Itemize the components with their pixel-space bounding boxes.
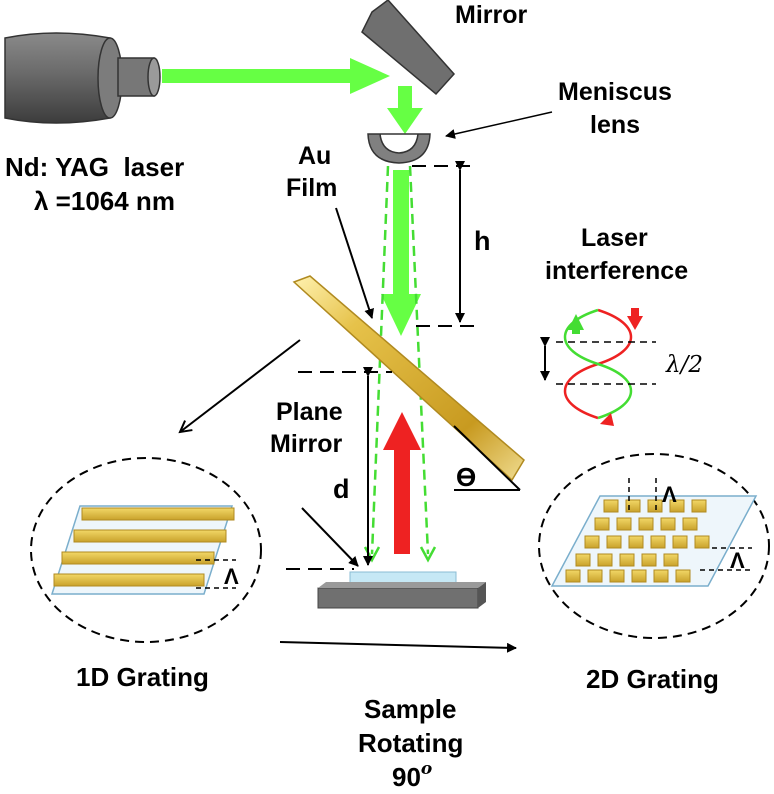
interference-waves (540, 308, 656, 426)
au-film-label-line1: Au (298, 142, 331, 170)
sample-label-line1: Sample (364, 694, 457, 724)
plane-mirror-label-line1: Plane (276, 398, 343, 426)
au-film-label-line2: Film (286, 174, 337, 202)
grating-2d-label: 2D Grating (586, 664, 719, 694)
sample-label-line2: Rotating (358, 728, 463, 758)
meniscus-lens (367, 133, 431, 164)
grating-1d-period-label: Λ (224, 564, 239, 589)
grating-2d-inset (538, 453, 770, 639)
distance-d-marker (286, 367, 392, 570)
height-h-label: h (474, 226, 491, 256)
rotation-arrow (279, 641, 517, 653)
grating-1d-inset (30, 457, 262, 643)
laser-beam-horizontal (162, 58, 390, 94)
height-h-marker (412, 161, 480, 327)
arrow-to-1d-grating (180, 339, 301, 432)
half-lambda-label: λ/2 (665, 352, 703, 378)
angle-theta-label: ϴ (456, 462, 476, 492)
interference-label-line1: Laser (581, 224, 648, 252)
grating-1d-bars (53, 507, 235, 587)
rotation-degrees-superscript: o (421, 759, 432, 779)
distance-d-label: d (333, 474, 350, 504)
plane-mirror-label-line2: Mirror (270, 430, 343, 458)
au-film-pointer-arrow (335, 207, 374, 319)
laser-source (4, 32, 161, 124)
au-film (292, 275, 525, 482)
laser-label-line2: λ =1064 nm (34, 186, 175, 216)
mirror (361, 0, 456, 96)
grating-2d-period-label-right: Λ (730, 548, 745, 573)
sample-label-line3: 90o (392, 759, 432, 792)
grating-1d-label: 1D Grating (76, 662, 209, 692)
reflected-red-beam (383, 412, 421, 554)
mirror-label: Mirror (455, 1, 528, 29)
grating-2d-period-label-top: Λ (662, 482, 677, 507)
angle-theta-marker (453, 425, 521, 491)
rotation-degrees: 90 (392, 762, 421, 792)
laser-label-line1: Nd: YAG laser (5, 152, 184, 182)
interference-label-line2: interference (545, 257, 688, 285)
plane-mirror-pointer-arrow (301, 507, 359, 567)
grating-2d-blocks (565, 499, 710, 583)
meniscus-label-line2: lens (590, 111, 640, 139)
sample-stage (317, 571, 486, 609)
meniscus-label-line1: Meniscus (558, 78, 672, 106)
meniscus-pointer-arrow (445, 111, 553, 139)
laser-beam-focused (381, 170, 421, 336)
laser-beam-down-1 (387, 86, 423, 134)
